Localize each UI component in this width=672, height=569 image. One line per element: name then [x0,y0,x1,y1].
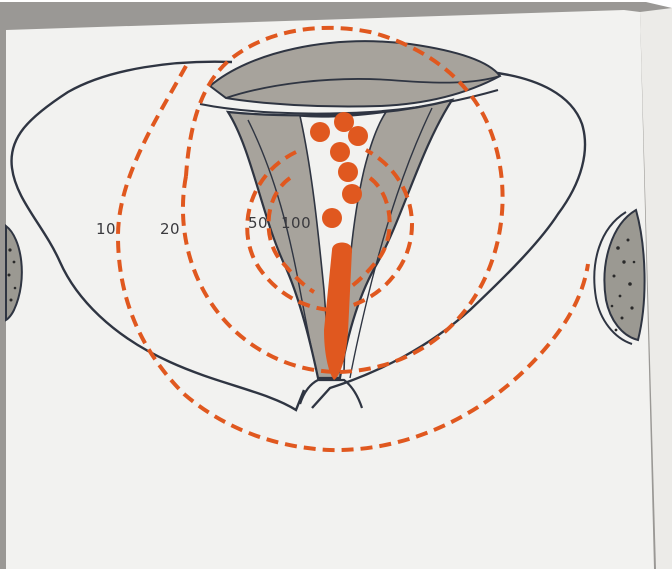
isodose-label-10: 10 [96,220,116,238]
source-pellet [348,126,368,146]
isodose-label-50: 50 [248,214,268,232]
source-pellet [338,162,358,182]
source-pellet [310,122,330,142]
source-pellet [342,184,362,204]
isodose-label-100: 100 [281,214,311,232]
source-pellet [330,142,350,162]
source-pellet [322,208,342,228]
isodose-label-20: 20 [160,220,180,238]
